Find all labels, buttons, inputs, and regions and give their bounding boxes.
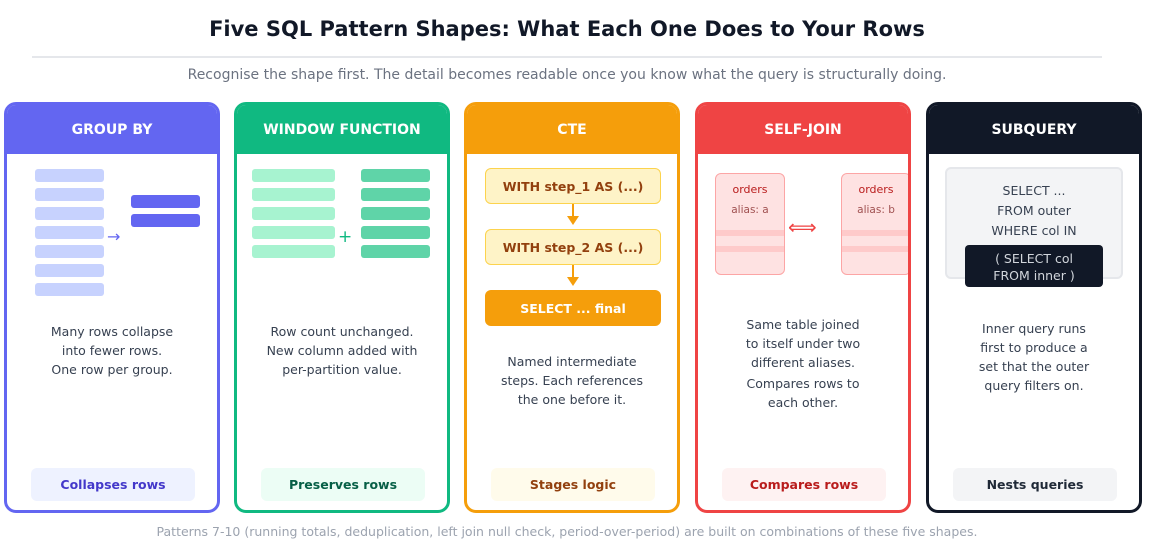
card-description: Row count unchanged. New column added wi… [266, 324, 418, 377]
card-window-function: WINDOW FUNCTION + Row count unchanged. N… [234, 102, 450, 513]
card-header-cte: CTE [467, 105, 677, 154]
source-row [35, 188, 104, 201]
grouped-row [131, 195, 200, 208]
source-row [252, 245, 335, 258]
inner-query-box: ( SELECT col FROM inner ) [965, 245, 1103, 287]
badge-preserves-rows: Preserves rows [261, 468, 425, 501]
source-row [35, 226, 104, 239]
result-row [361, 226, 430, 239]
card-header-self-join: SELF-JOIN [698, 105, 908, 154]
cte-step-1: WITH step_1 AS (...) [485, 168, 661, 204]
arrow-line [572, 265, 574, 278]
page-subtitle: Recognise the shape first. The detail be… [187, 67, 947, 83]
card-header-subquery: SUBQUERY [929, 105, 1139, 154]
table-name: orders [732, 183, 768, 196]
outer-query-line: FROM outer [997, 203, 1071, 218]
plus-icon: + [338, 227, 353, 247]
outer-query-line: WHERE col IN [991, 223, 1077, 238]
table-alias-b: orders alias: b [841, 173, 908, 275]
title-divider [32, 56, 1102, 58]
result-row [361, 169, 430, 182]
card-description: Many rows collapse into fewer rows. One … [50, 324, 174, 377]
inner-query-line: FROM inner ) [993, 268, 1075, 283]
inner-query-line: ( SELECT col [995, 251, 1073, 266]
page-title: Five SQL Pattern Shapes: What Each One D… [209, 17, 925, 41]
source-row [252, 207, 335, 220]
table-row [716, 246, 784, 252]
result-row [361, 207, 430, 220]
badge-collapses-rows: Collapses rows [31, 468, 195, 501]
card-header-group-by: GROUP BY [7, 105, 217, 154]
source-row [35, 245, 104, 258]
cte-final-select: SELECT ... final [485, 290, 661, 326]
table-row [716, 230, 784, 236]
badge-nests-queries: Nests queries [953, 468, 1117, 501]
source-row [35, 283, 104, 296]
card-description: Inner query runs first to produce a set … [978, 321, 1090, 393]
arrow-down-icon [567, 216, 579, 225]
table-row [842, 230, 908, 236]
badge-compares-rows: Compares rows [722, 468, 886, 501]
card-subquery: SUBQUERY SELECT ... FROM outer WHERE col… [926, 102, 1142, 513]
source-row [35, 264, 104, 277]
card-cte: CTE WITH step_1 AS (...) WITH step_2 AS … [464, 102, 680, 513]
card-group-by: GROUP BY → Many rows collapse into fewer… [4, 102, 220, 513]
cte-step-2: WITH step_2 AS (...) [485, 229, 661, 265]
footer-note: Patterns 7-10 (running totals, deduplica… [156, 524, 978, 539]
join-arrow-icon: ⟺ [788, 215, 817, 239]
card-self-join: SELF-JOIN orders alias: a ⟺ orders alias… [695, 102, 911, 513]
table-name: orders [858, 183, 894, 196]
outer-query-line: SELECT ... [1002, 183, 1066, 198]
grouped-row [131, 214, 200, 227]
result-row [361, 245, 430, 258]
card-description-secondary: Compares rows to each other. [746, 376, 860, 410]
source-row [252, 226, 335, 239]
badge-stages-logic: Stages logic [491, 468, 655, 501]
source-row [252, 169, 335, 182]
arrow-line [572, 204, 574, 217]
source-row [35, 207, 104, 220]
card-description: Same table joined to itself under two di… [745, 317, 861, 370]
table-alias: alias: b [857, 204, 895, 216]
collapse-arrow-icon: → [107, 227, 121, 246]
table-alias: alias: a [731, 204, 769, 216]
result-row [361, 188, 430, 201]
card-description: Named intermediate steps. Each reference… [500, 354, 644, 407]
arrow-down-icon [567, 277, 579, 286]
table-row [842, 246, 908, 252]
source-row [252, 188, 335, 201]
source-row [35, 169, 104, 182]
table-alias-a: orders alias: a [715, 173, 785, 275]
card-header-window-function: WINDOW FUNCTION [237, 105, 447, 154]
